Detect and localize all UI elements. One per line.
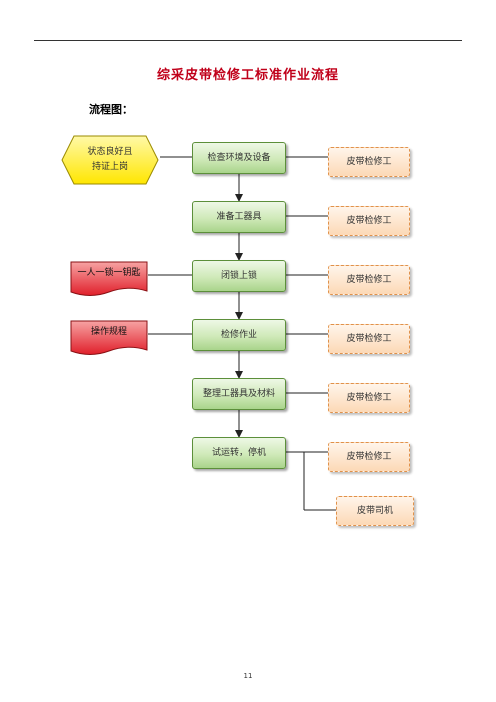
role-belt-maintainer: 皮带检修工 — [328, 265, 410, 295]
document-operating-procedure-label: 操作规程 — [90, 327, 127, 337]
precondition-line-1: 状态良好且 — [87, 147, 133, 157]
role-belt-maintainer: 皮带检修工 — [328, 206, 410, 236]
step-maintenance: 检修作业 — [192, 319, 286, 351]
role-belt-maintainer: 皮带检修工 — [328, 324, 410, 354]
role-belt-maintainer: 皮带检修工 — [328, 442, 410, 472]
document-lock-key: 一人一锁一钥匙 — [70, 261, 148, 297]
role-belt-maintainer: 皮带检修工 — [328, 383, 410, 413]
role-belt-driver: 皮带司机 — [336, 496, 414, 526]
step-check-environment: 检查环境及设备 — [192, 142, 286, 174]
step-tidy-tools: 整理工器具及材料 — [192, 378, 286, 410]
step-lockout: 闭锁上锁 — [192, 260, 286, 292]
page-number: 11 — [243, 672, 253, 680]
document-lock-key-label: 一人一锁一钥匙 — [77, 268, 141, 278]
page-title: 综采皮带检修工标准作业流程 — [156, 68, 339, 83]
precondition-hexagon: 状态良好且 持证上岗 — [60, 134, 160, 186]
document-operating-procedure: 操作规程 — [70, 320, 148, 356]
precondition-line-2: 持证上岗 — [91, 162, 128, 172]
header-rule — [34, 40, 462, 41]
role-belt-maintainer: 皮带检修工 — [328, 147, 410, 177]
step-test-run: 试运转，停机 — [192, 437, 286, 469]
flowchart-label: 流程图： — [89, 103, 133, 116]
step-prepare-tools: 准备工器具 — [192, 201, 286, 233]
